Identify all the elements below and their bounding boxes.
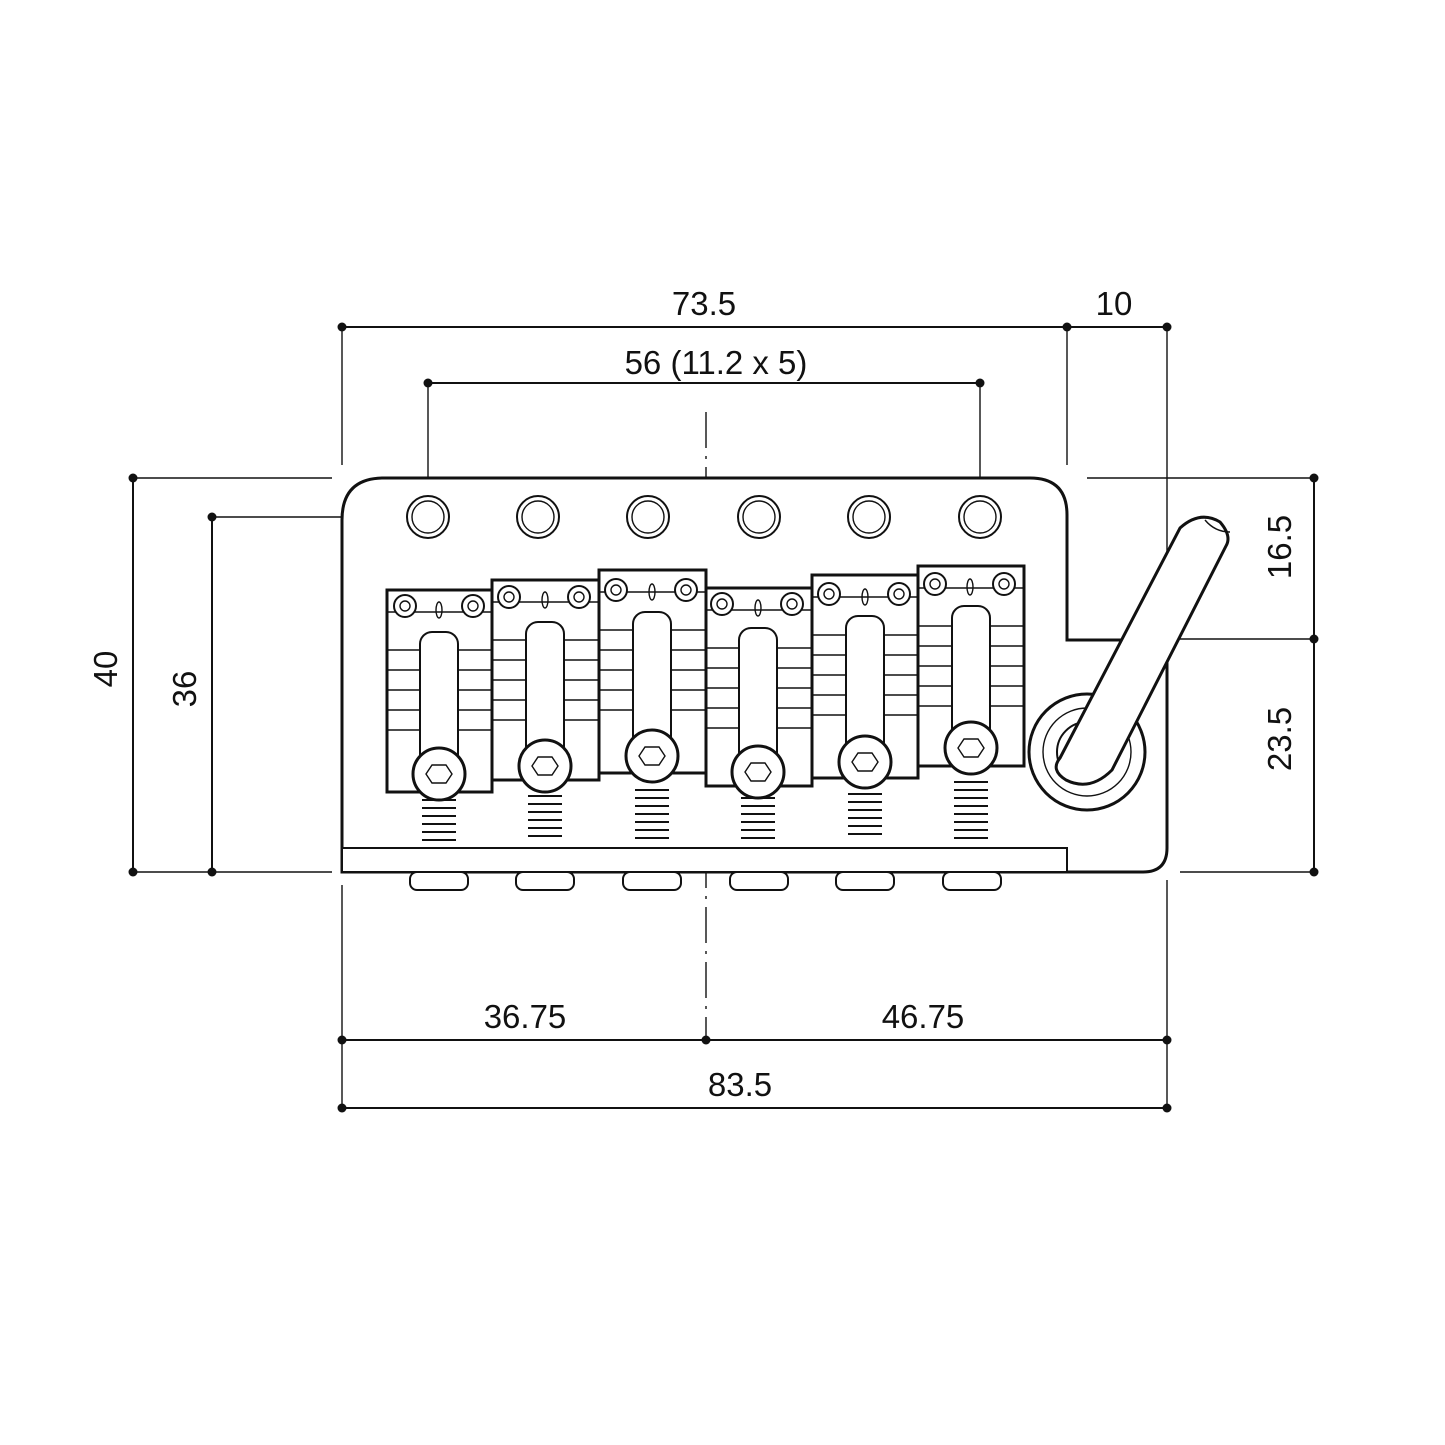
dim-string-spacing: 56 (11.2 x 5) (625, 344, 808, 381)
spring (635, 789, 669, 839)
dim-bottom-right: 46.75 (882, 998, 965, 1035)
dim-bottom-left: 36.75 (484, 998, 567, 1035)
string-anchors (409, 871, 1002, 891)
saddle (810, 573, 920, 835)
spring (848, 793, 882, 835)
dim-right-upper: 16.5 (1261, 515, 1298, 579)
spring (954, 781, 988, 839)
dim-bottom-total: 83.5 (708, 1066, 772, 1103)
spring (528, 795, 562, 837)
saddle (490, 578, 601, 837)
string-hole (737, 495, 781, 539)
dim-height-total: 40 (87, 651, 124, 688)
dim-height-holes: 36 (166, 671, 203, 708)
string-hole (516, 495, 560, 539)
dim-top-total: 73.5 (672, 285, 736, 322)
dimension-labels: 73.5 10 56 (11.2 x 5) 40 36 16.5 23.5 36… (87, 285, 1298, 1103)
string-holes (406, 495, 1002, 539)
saddle (385, 588, 494, 841)
saddle (597, 568, 708, 839)
dimension-lines (128, 322, 1319, 1113)
string-hole (406, 495, 450, 539)
string-hole (958, 495, 1002, 539)
saddle (704, 586, 814, 839)
dim-right-lower: 23.5 (1261, 707, 1298, 771)
dim-top-arm: 10 (1096, 285, 1133, 322)
string-hole (847, 495, 891, 539)
saddle (916, 564, 1026, 839)
saddles (385, 564, 1026, 841)
string-hole (626, 495, 670, 539)
tremolo-arm (1027, 515, 1231, 812)
